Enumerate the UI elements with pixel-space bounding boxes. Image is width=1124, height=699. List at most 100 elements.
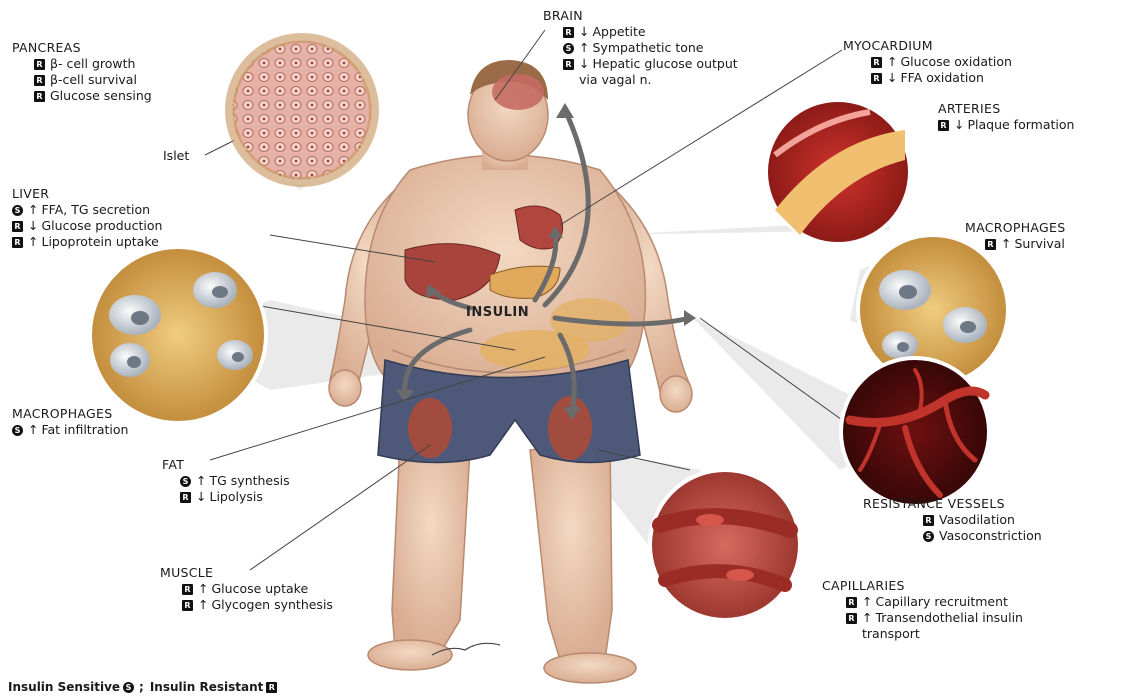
resistant-badge-icon: R xyxy=(266,682,277,693)
legend-sensitive-text: Insulin Sensitive xyxy=(8,680,120,694)
effect-text: Transendothelial insulin xyxy=(875,610,1023,626)
up-arrow-icon: ↑ xyxy=(28,422,38,438)
resistant-badge-icon: R xyxy=(182,600,193,611)
effect-row: R Glucose sensing xyxy=(34,88,152,104)
sensitive-badge-icon: S xyxy=(123,682,134,693)
macrophages-left-title: MACROPHAGES xyxy=(12,406,128,422)
effect-text: Glucose oxidation xyxy=(900,54,1011,70)
effect-text: Glycogen synthesis xyxy=(211,597,332,613)
sensitive-badge-icon: S xyxy=(12,425,23,436)
pancreas-title: PANCREAS xyxy=(12,40,152,56)
resistant-badge-icon: R xyxy=(34,59,45,70)
capillaries-block: CAPILLARIES R ↑Capillary recruitmentR ↑Tra… xyxy=(822,578,1023,642)
effect-text: Capillary recruitment xyxy=(875,594,1007,610)
up-arrow-icon: ↑ xyxy=(862,594,872,610)
islet-inset xyxy=(230,38,374,182)
effect-text: FFA oxidation xyxy=(900,70,983,86)
macrophages-left-block: MACROPHAGES S ↑Fat infiltration xyxy=(12,406,128,438)
effect-text: Glucose uptake xyxy=(211,581,308,597)
effect-row: R↓Appetite xyxy=(563,24,738,40)
down-arrow-icon: ↓ xyxy=(196,489,206,505)
liver-title: LIVER xyxy=(12,186,162,202)
resistant-badge-icon: R xyxy=(871,57,882,68)
resistant-badge-icon: R xyxy=(34,91,45,102)
down-arrow-icon: ↓ xyxy=(954,117,964,133)
effect-text: Vasodilation xyxy=(939,512,1015,528)
capillaries-title: CAPILLARIES xyxy=(822,578,1023,594)
effect-row: R ↑Capillary recruitment xyxy=(846,594,1023,610)
effect-text: transport xyxy=(862,626,920,642)
effect-text: Appetite xyxy=(592,24,645,40)
legend-separator: ; xyxy=(139,680,144,694)
effect-row: R ↑Glucose oxidation xyxy=(871,54,1012,70)
effect-text: Plaque formation xyxy=(967,117,1074,133)
islet-label: Islet xyxy=(163,148,189,164)
arteries-block: ARTERIES R↓Plaque formation xyxy=(938,101,1074,133)
up-arrow-icon: ↑ xyxy=(887,54,897,70)
effect-row: R ↓Plaque formation xyxy=(938,117,1074,133)
up-arrow-icon: ↑ xyxy=(1001,236,1011,252)
resistant-badge-icon: R xyxy=(12,237,23,248)
macrophages-right-list: R ↑Survival xyxy=(965,236,1065,252)
down-arrow-icon: ↓ xyxy=(28,218,38,234)
effect-text: FFA, TG secretion xyxy=(41,202,150,218)
up-arrow-icon: ↑ xyxy=(196,473,206,489)
effect-text: Glucose sensing xyxy=(50,88,152,104)
effect-row: R ↑Glycogen synthesis xyxy=(182,597,333,613)
effect-row: R↓FFA oxidation xyxy=(871,70,1012,86)
effect-row: R ↑Survival xyxy=(985,236,1065,252)
effect-row: R↑Lipoprotein uptake xyxy=(12,234,162,250)
effect-row: transport xyxy=(846,626,1023,642)
legend: Insulin Sensitive S ; Insulin Resistant … xyxy=(8,680,279,694)
effect-row: S ↑Fat infiltration xyxy=(12,422,128,438)
down-arrow-icon: ↓ xyxy=(579,56,589,72)
resistance-vessel-inset xyxy=(841,358,989,506)
resistant-badge-icon: R xyxy=(12,221,23,232)
up-arrow-icon: ↑ xyxy=(198,581,208,597)
effect-text: Glucose production xyxy=(41,218,162,234)
up-arrow-icon: ↑ xyxy=(28,234,38,250)
effect-text: Hepatic glucose output xyxy=(592,56,737,72)
artery-inset xyxy=(766,100,910,244)
effect-text: Fat infiltration xyxy=(41,422,128,438)
effect-text: Sympathetic tone xyxy=(592,40,703,56)
sensitive-badge-icon: S xyxy=(180,476,191,487)
capillary-inset xyxy=(650,470,800,620)
macrophages-right-block: MACROPHAGES R↑Survival xyxy=(965,220,1065,252)
effect-row: R↓Hepatic glucose output xyxy=(563,56,738,72)
legend-resistant-text: Insulin Resistant xyxy=(150,680,264,694)
resistant-badge-icon: R xyxy=(985,239,996,250)
up-arrow-icon: ↑ xyxy=(198,597,208,613)
effect-row: R ↑Glucose uptake xyxy=(182,581,333,597)
sensitive-badge-icon: S xyxy=(563,43,574,54)
resistant-badge-icon: R xyxy=(34,75,45,86)
effect-text: Vasoconstriction xyxy=(939,528,1042,544)
resistant-badge-icon: R xyxy=(938,120,949,131)
effect-text: via vagal n. xyxy=(579,72,652,88)
effect-text: TG synthesis xyxy=(209,473,289,489)
effect-text: β- cell growth xyxy=(50,56,135,72)
up-arrow-icon: ↑ xyxy=(579,40,589,56)
effect-row: S ↑Sympathetic tone xyxy=(563,40,738,56)
effect-text: Lipolysis xyxy=(209,489,262,505)
myocardium-title: MYOCARDIUM xyxy=(843,38,1012,54)
effect-row: SVasoconstriction xyxy=(923,528,1042,544)
effect-row: R ↓Glucose production xyxy=(12,218,162,234)
resistant-badge-icon: R xyxy=(846,597,857,608)
resistant-badge-icon: R xyxy=(563,27,574,38)
resistant-badge-icon: R xyxy=(182,584,193,595)
effect-text: Survival xyxy=(1014,236,1064,252)
up-arrow-icon: ↑ xyxy=(862,610,872,626)
resistant-badge-icon: R xyxy=(871,73,882,84)
resistance-vessels-block: RESISTANCE VESSELS RVasodilationSVasocon… xyxy=(863,496,1042,544)
fat-macrophage-inset-left xyxy=(90,247,266,423)
